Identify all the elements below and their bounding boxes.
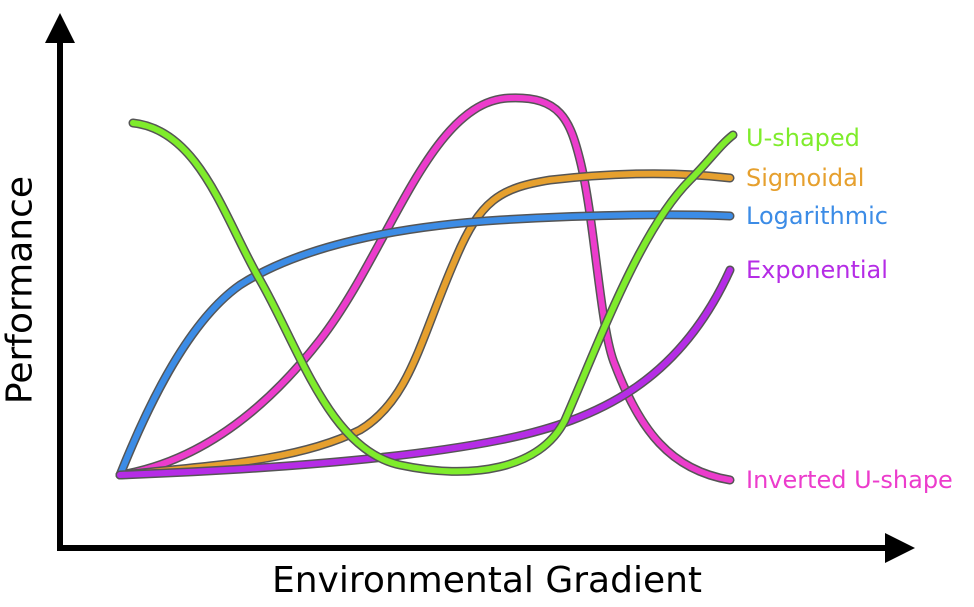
label-inverted-u-shape: Inverted U-shape [746,466,953,494]
curve-sigmoidal-line [117,170,733,478]
curve-inverted-u-shape-line [117,94,733,483]
label-exponential: Exponential [746,256,888,284]
curve-exponential [115,265,735,480]
label-logarithmic: Logarithmic [746,202,888,230]
curve-inverted-u-shape [115,93,735,485]
y-axis-title: Performance [0,175,41,405]
curve-sigmoidal [115,169,735,480]
curve-exponential-line [117,267,733,478]
curve-u-shaped-line [130,120,736,475]
x-axis-title: Environmental Gradient [271,560,703,601]
label-u-shaped: U-shaped [746,124,860,152]
label-sigmoidal: Sigmoidal [746,164,864,192]
curve-logarithmic [115,210,735,480]
curve-logarithmic-line [117,211,733,478]
curve-u-shaped [128,118,738,476]
